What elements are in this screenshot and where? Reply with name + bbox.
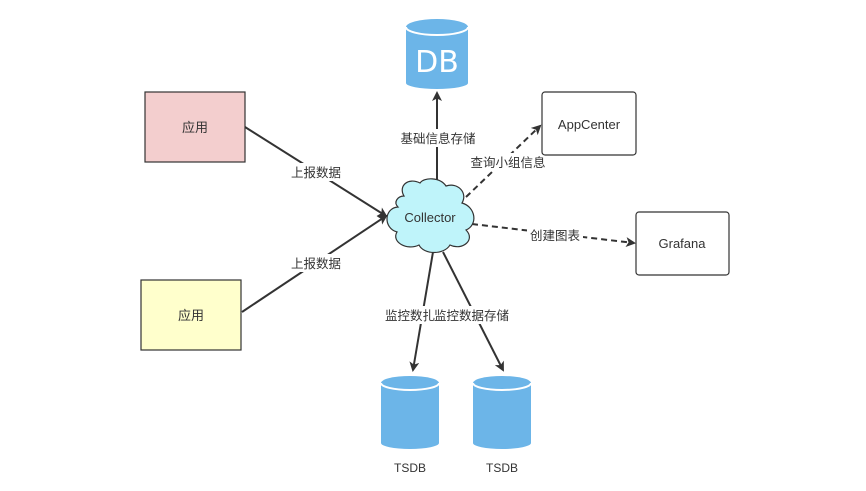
collector-cloud[interactable]: Collector xyxy=(386,178,475,254)
collector-label: Collector xyxy=(404,210,456,225)
svg-text:创建图表: 创建图表 xyxy=(530,229,581,243)
grafana-node[interactable]: Grafana xyxy=(635,211,730,276)
tsdb-cylinder-right[interactable]: TSDB xyxy=(472,376,532,475)
db-cylinder[interactable]: DB xyxy=(405,19,469,89)
edge-label-store-basic: 基础信息存储 xyxy=(397,129,479,147)
svg-text:基础信息存储: 基础信息存储 xyxy=(400,131,475,146)
edge-label-create-chart: 创建图表 xyxy=(527,226,583,244)
edge-label-report-bottom: 上报数据 xyxy=(289,254,343,272)
appcenter-node[interactable]: AppCenter xyxy=(541,91,637,156)
app-node-top[interactable]: 应用 xyxy=(144,91,246,163)
svg-text:上报数据: 上报数据 xyxy=(291,165,341,180)
tsdb-right-label: TSDB xyxy=(486,461,518,475)
tsdb-cylinder-left[interactable]: TSDB xyxy=(380,376,440,475)
svg-text:上报数据: 上报数据 xyxy=(291,256,341,271)
edge-label-report-top: 上报数据 xyxy=(289,163,343,181)
db-label: DB xyxy=(415,45,459,80)
svg-text:监控数据存储: 监控数据存储 xyxy=(434,308,509,323)
tsdb-left-label: TSDB xyxy=(394,461,426,475)
svg-text:查询小组信息: 查询小组信息 xyxy=(470,155,545,170)
grafana-label: Grafana xyxy=(659,236,707,251)
edge-label-monitor: 监控数扎 监控数据存储 xyxy=(384,306,510,324)
edge-label-query-group: 查询小组信息 xyxy=(467,153,549,171)
app-node-top-label: 应用 xyxy=(182,120,208,135)
svg-text:监控数扎: 监控数扎 xyxy=(385,308,435,323)
appcenter-label: AppCenter xyxy=(558,117,621,132)
app-node-bottom[interactable]: 应用 xyxy=(140,279,242,351)
app-node-bottom-label: 应用 xyxy=(178,308,204,323)
